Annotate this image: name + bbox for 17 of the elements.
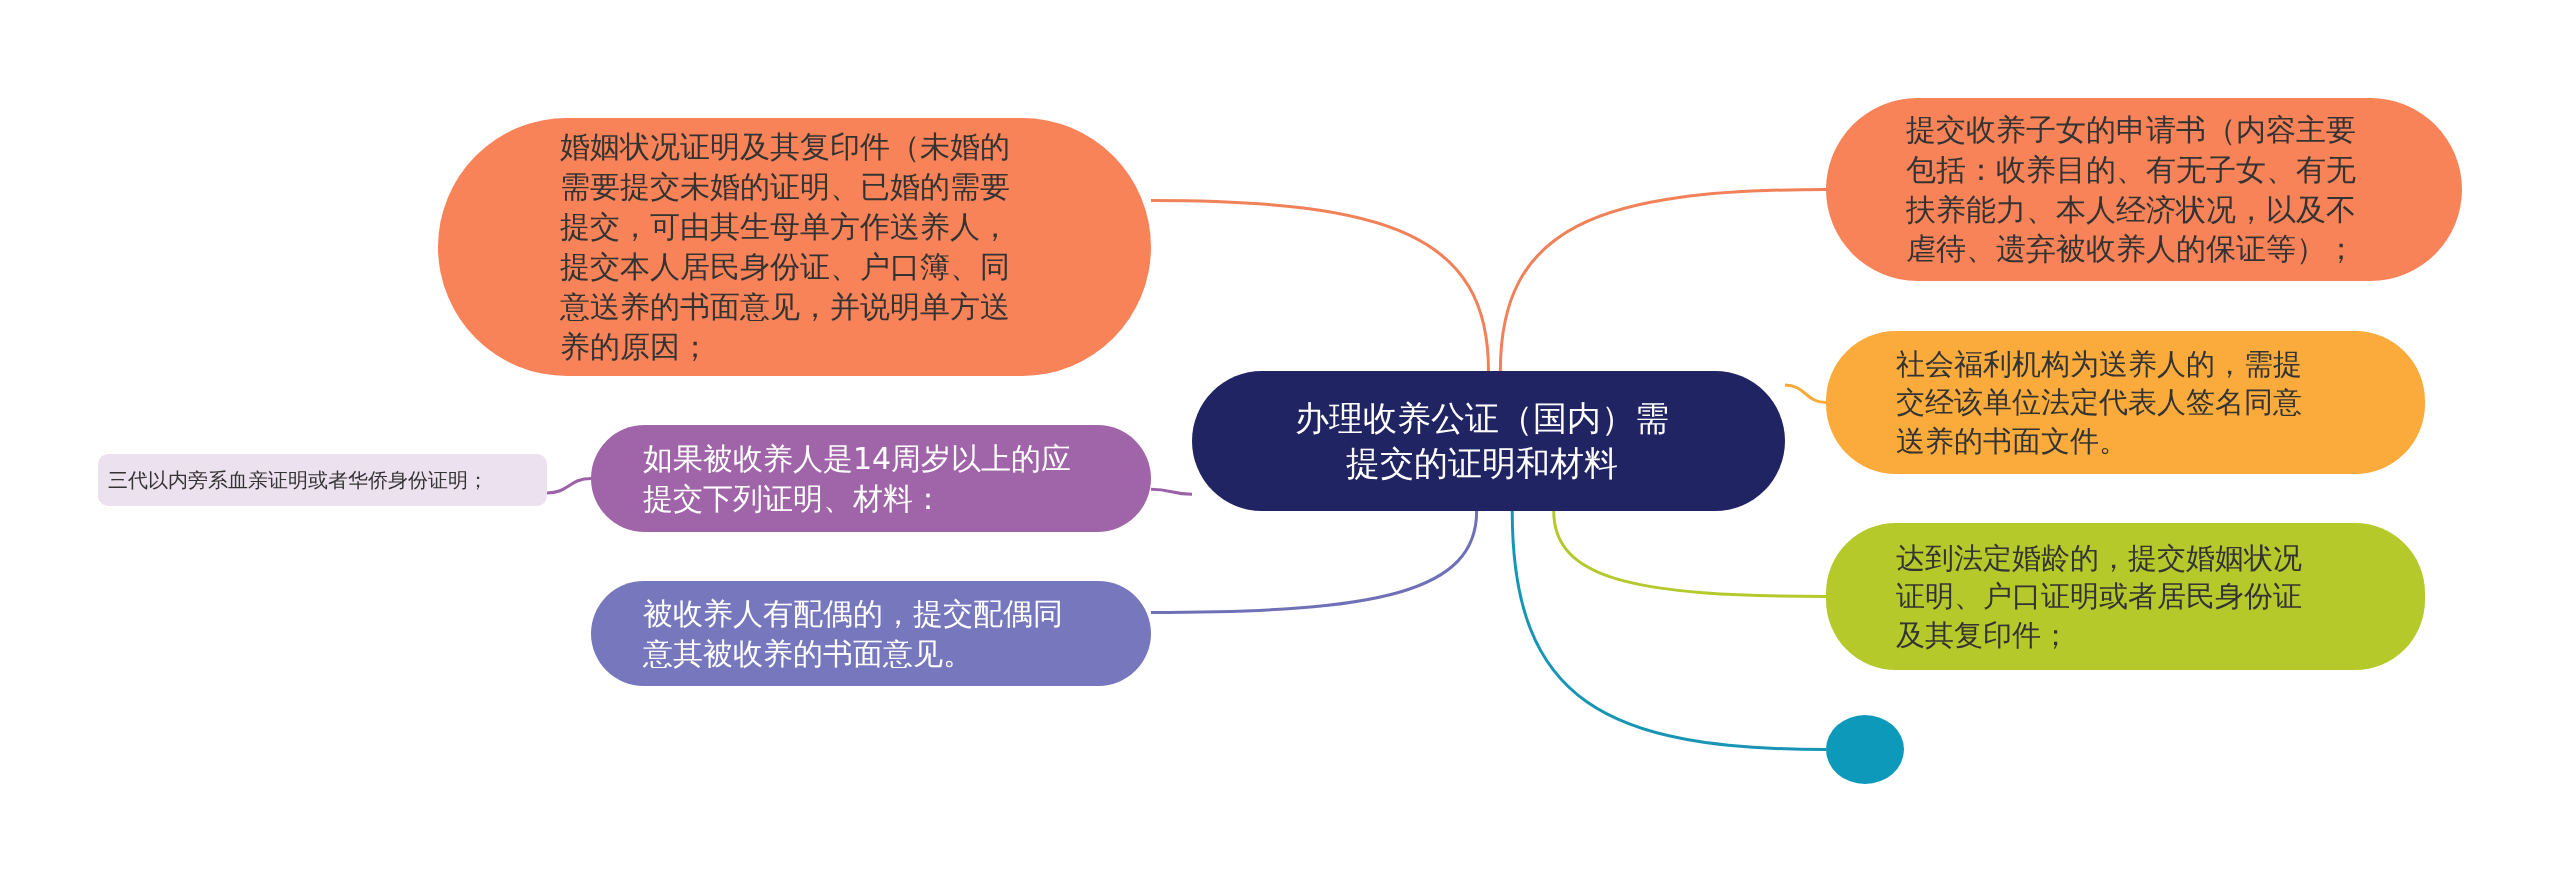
topic-text: 提交收养子女的申请书（内容主要包括：收养目的、有无子女、有无扶养能力、本人经济状况，以及不虐待、遗弃被收养人的保证等）； — [1906, 110, 2357, 269]
branch-line — [1498, 188, 1827, 372]
topic-text: 三代以内旁系血亲证明或者华侨身份证明； — [108, 466, 489, 494]
topic-text: 社会福利机构为送养人的，需提交经该单位法定代表人签名同意送养的书面文件。 — [1896, 345, 2303, 460]
topic-text: 达到法定婚龄的，提交婚姻状况证明、户口证明或者居民身份证及其复印件； — [1896, 539, 2303, 654]
topic-text: 如果被收养人是14周岁以上的应提交下列证明、材料： — [643, 439, 1073, 518]
branch-line — [1552, 510, 1826, 598]
branch-line — [1151, 510, 1479, 614]
branch-line — [1150, 487, 1193, 496]
topic-text: 被收养人有配偶的，提交配偶同意其被收养的书面意见。 — [643, 594, 1064, 673]
subtopic-box — [98, 454, 547, 506]
branch-line — [1784, 383, 1827, 404]
branch-line — [546, 477, 592, 495]
topic-text: 婚姻状况证明及其复印件（未婚的需要提交未婚的证明、已婚的需要提交，可由其生母单方作送养人，提交本人居民身份证、户口簿、同意送养的书面意见，并说明单方送养的原因； — [560, 128, 1011, 366]
branch-line — [1151, 199, 1490, 372]
branch-line — [1510, 510, 1827, 751]
topic-text: 办理收养公证（国内）需提交的证明和材料 — [1294, 396, 1670, 485]
